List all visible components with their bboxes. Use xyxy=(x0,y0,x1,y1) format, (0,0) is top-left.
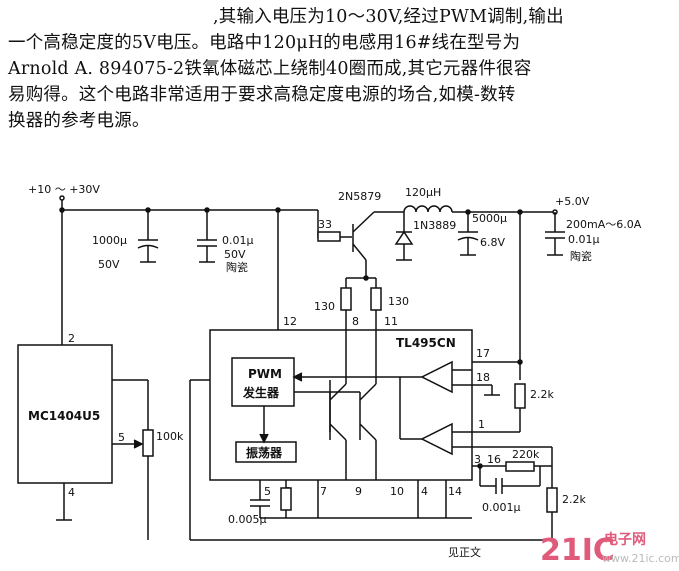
pin6-resistor xyxy=(280,487,292,511)
ref-pin-2: 2 xyxy=(68,332,75,345)
pin-11: 11 xyxy=(384,315,398,328)
watermark-brand: 21IC xyxy=(540,533,615,568)
pin8-resistor xyxy=(340,268,376,330)
c-comp-value: 0.001μ xyxy=(482,501,521,514)
tl495cn-label: TL495CN xyxy=(396,336,456,350)
ref-pin-4: 4 xyxy=(68,486,75,499)
r-fb-value: 2.2k xyxy=(530,388,554,401)
mc1404u5-ic xyxy=(17,344,113,484)
pin-1: 1 xyxy=(478,418,485,431)
pin-16: 16 xyxy=(487,453,501,466)
description-paragraph: ,其输入电压为10～30V,经过PWM调制,输出 一个高稳定度的5V电压。电路中… xyxy=(8,4,673,134)
pin11-resistor xyxy=(370,278,382,330)
watermark-text: 电子网 xyxy=(604,531,646,548)
cout2-value: 0.01μ xyxy=(568,233,600,246)
r-ref-value: 2.2k xyxy=(562,493,586,506)
r-comp-value: 220k xyxy=(512,448,540,461)
osc-block-label: 振荡器 xyxy=(246,445,283,460)
note-label: 见正文 xyxy=(448,545,481,559)
feedback-resistor xyxy=(472,383,526,433)
paragraph-line: 换器的参考电源。 xyxy=(8,111,150,131)
diode-label: 1N3889 xyxy=(413,219,456,232)
inductor-label: 120μH xyxy=(405,186,441,199)
input-ceramic-capacitor xyxy=(197,210,217,263)
cin2-voltage: 50V xyxy=(224,248,246,261)
input-rail xyxy=(59,195,318,345)
output-ceramic-capacitor xyxy=(545,212,565,256)
pin-8: 8 xyxy=(352,315,359,328)
cout-voltage: 6.8V xyxy=(480,236,505,249)
trim-potentiometer xyxy=(112,379,154,540)
pin-9: 9 xyxy=(355,485,362,498)
pin-7: 7 xyxy=(320,485,327,498)
cout2-type: 陶瓷 xyxy=(570,249,592,263)
internal-transistors xyxy=(294,330,377,480)
pwm-block-line2: 发生器 xyxy=(242,385,280,400)
cin-value: 1000μ xyxy=(92,234,127,247)
pin-14: 14 xyxy=(448,485,462,498)
site-watermark: 21IC 电子网 www.21ic.com xyxy=(540,531,679,568)
inductor xyxy=(398,205,520,213)
oscillator-block xyxy=(235,441,297,463)
paragraph-line: Arnold A. 894075-2铁氧体磁芯上绕制40圈而成,其它元器件很容 xyxy=(8,59,532,79)
pin-4: 4 xyxy=(421,485,428,498)
r-base-value: 33 xyxy=(318,218,332,231)
output-capacitor xyxy=(457,209,479,256)
output-voltage-label: +5.0V xyxy=(555,195,590,208)
watermark-url: www.21ic.com xyxy=(602,552,679,565)
load-label: 200mA～6.0A xyxy=(566,218,642,231)
flyback-diode xyxy=(394,212,414,261)
pin-5: 5 xyxy=(264,485,271,498)
reference-resistor xyxy=(472,446,558,540)
tl495cn-ic xyxy=(209,329,473,481)
cout-value: 5000μ xyxy=(472,212,507,225)
error-amplifier-2 xyxy=(400,422,472,456)
pwm-block-line1: PWM xyxy=(248,367,282,381)
base-resistor xyxy=(317,210,352,242)
pin-3: 3 xyxy=(474,453,481,466)
input-voltage-label: +10 ～ +30V xyxy=(28,183,100,196)
r-pot-value: 100k xyxy=(156,430,184,443)
error-amplifier-1 xyxy=(400,360,472,394)
mc1404u5-label: MC1404U5 xyxy=(28,409,100,423)
cin-voltage: 50V xyxy=(98,258,120,271)
compensation-capacitor xyxy=(479,466,541,494)
c-osc-value: 0.005μ xyxy=(228,513,267,526)
pwm-generator-block xyxy=(231,357,295,407)
compensation-resistor xyxy=(505,461,535,472)
paragraph-line: 一个高稳定度的5V电压。电路中120μH的电感用16#线在型号为 xyxy=(8,33,521,53)
pass-transistor xyxy=(352,211,398,268)
transistor-label: 2N5879 xyxy=(338,190,381,203)
ref-pin-5: 5 xyxy=(118,431,125,444)
pin-17: 17 xyxy=(476,347,490,360)
paragraph-line: ,其输入电压为10～30V,经过PWM调制,输出 xyxy=(213,7,564,27)
r-pin11-value: 130 xyxy=(388,295,409,308)
cin2-value: 0.01μ xyxy=(222,234,254,247)
r-pin8-value: 130 xyxy=(314,300,335,313)
oscillator-capacitor xyxy=(250,480,270,518)
pin-12: 12 xyxy=(283,315,297,328)
pin-18: 18 xyxy=(476,371,490,384)
cin2-type: 陶瓷 xyxy=(226,260,248,274)
pin-10: 10 xyxy=(390,485,404,498)
paragraph-line: 易购得。这个电路非常适用于要求高稳定度电源的场合,如模-数转 xyxy=(8,85,516,105)
input-capacitor xyxy=(137,210,159,263)
